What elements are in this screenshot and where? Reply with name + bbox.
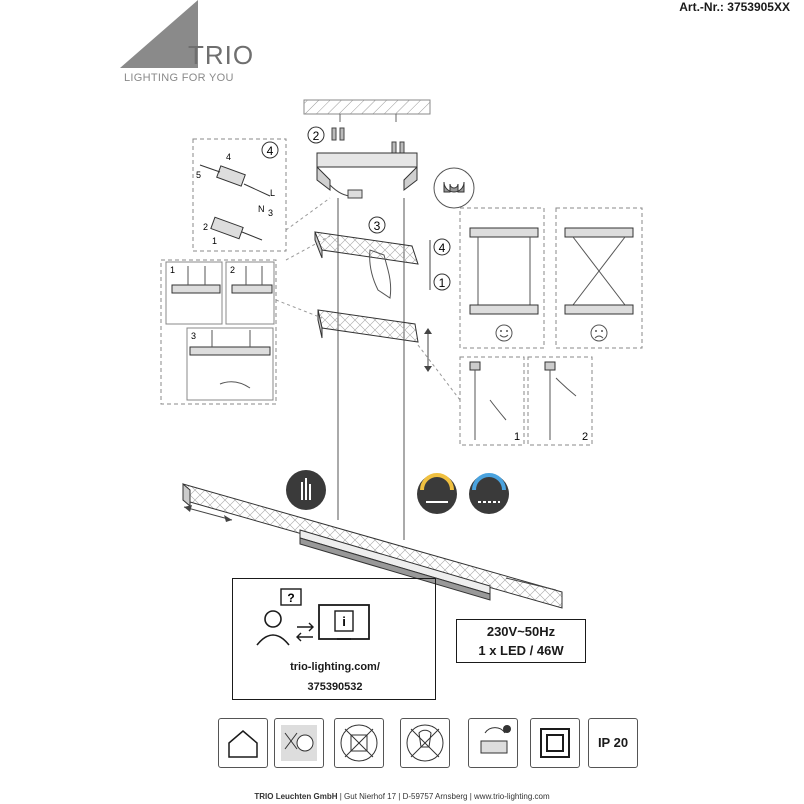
wire-label-1: 1 [212,236,217,246]
ip-rating: IP 20 [588,718,638,768]
driver-replacement-icon [468,718,518,768]
height-adjuster-lower [317,309,419,343]
person-icon [264,610,282,628]
led-spec: 1 x LED / 46W [478,643,564,658]
ceiling-canopy [316,152,418,168]
detail-panel-2: 2 [225,261,275,325]
website-url: trio-lighting.com/ [290,661,380,673]
trio-logo-triangle [120,0,198,68]
brand-tagline: LIGHTING FOR YOU [124,72,234,84]
wire-label-N: N [258,204,265,214]
detail-panel-2-label: 2 [230,265,235,275]
detail-panel-1: 1 [165,261,223,325]
led-not-replaceable-icon [400,718,450,768]
cable-release-panel-2 [527,356,593,446]
exchange-arrows-icon [296,622,314,642]
wire-label-3: 3 [268,208,273,218]
no-bulb-change-icon [274,718,324,768]
svg-text:i: i [342,614,346,629]
step-3-label: 3 [374,219,381,233]
info-box: ? i trio-lighting.com/ 375390532 [232,578,436,700]
height-adjuster-upper [314,231,419,265]
correct-suspension-panel [459,207,545,349]
no-dimmer-icon [334,718,384,768]
indoor-use-icon [218,718,268,768]
dimming-icon [469,473,509,514]
wiring-detail-panel [192,138,287,252]
color-temperature-icon [417,473,457,514]
hand-icon [369,249,392,299]
step-5-marker: 4 [433,238,451,256]
cable-release-2-label: 2 [582,431,588,443]
touch-control-icon [286,470,326,510]
step-1-label: 1 [439,276,446,290]
article-number: Art.-Nr.: 3753905XX [679,0,790,14]
cable-release-panel-1 [459,356,525,446]
step-4-label: 4 [267,144,274,158]
step-5-label: 4 [439,241,446,255]
detail-panel-3: 3 [186,327,274,401]
footer-address: | Gut Nierhof 17 | D-59757 Arnsberg | ww… [337,792,550,801]
article-code: 375390532 [307,681,363,693]
happy-face-icon [495,324,513,342]
step-3-marker: 3 [368,216,386,234]
step-4-marker: 4 [261,141,279,159]
pendant-lamp-body [182,482,563,609]
sad-face-icon [590,324,608,342]
step-2-label: 2 [313,129,320,143]
svg-text:?: ? [287,591,294,605]
footer: TRIO Leuchten GmbH | Gut Nierhof 17 | D-… [0,792,804,801]
wire-label-2: 2 [203,222,208,232]
cable-release-1-label: 1 [514,431,520,443]
step-1-marker: 1 [433,273,451,291]
brand-name: TRIO [188,40,255,70]
detail-panel-1-label: 1 [170,265,175,275]
wire-label-5: 5 [196,170,201,180]
detail-panel-group [160,259,277,405]
incorrect-suspension-panel [555,207,643,349]
qr-info-illustration: ? i [256,588,370,646]
ceiling [303,99,431,115]
footer-company: TRIO Leuchten GmbH [254,792,338,801]
class-2-icon [530,718,580,768]
wire-label-L: L [270,188,275,198]
voltage-spec: 230V~50Hz [486,624,556,639]
magnet-icon [433,167,475,209]
spec-box: 230V~50Hz 1 x LED / 46W [456,619,586,663]
detail-panel-3-label: 3 [191,331,196,341]
screws-icon [331,127,405,155]
step-2-marker: 2 [307,126,325,144]
wire-label-4: 4 [226,152,231,162]
